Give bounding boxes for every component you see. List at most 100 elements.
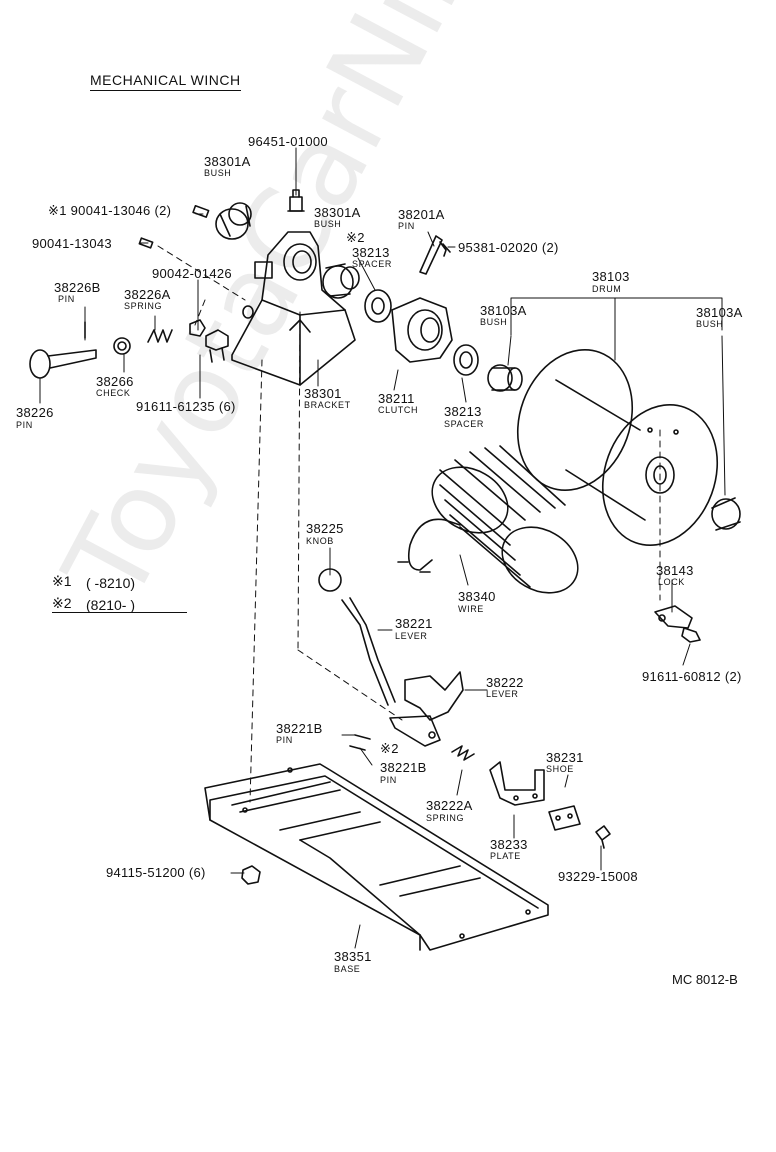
label-pin-38221B-lower: PIN bbox=[380, 775, 397, 785]
bolt-91611-60812 bbox=[681, 627, 701, 643]
pin-38201A bbox=[419, 235, 443, 275]
label-38340: 38340 bbox=[458, 589, 496, 604]
diagram-code: MC 8012-B bbox=[672, 972, 738, 987]
clutch-38211 bbox=[391, 297, 453, 363]
pin-38221B-upper bbox=[354, 734, 371, 740]
lever-38221 bbox=[341, 597, 396, 706]
label-38221B-upper: 38221B bbox=[276, 721, 323, 736]
bush-38301A-right bbox=[322, 263, 360, 299]
label-pin-38226: PIN bbox=[16, 420, 33, 430]
label-38103A-left: 38103A bbox=[480, 303, 527, 318]
spring-38222A bbox=[451, 745, 475, 761]
bracket-38301 bbox=[231, 231, 356, 386]
base-38351 bbox=[204, 763, 549, 951]
screw-93229-15008 bbox=[595, 825, 611, 849]
mark-note2-upper: ※2 bbox=[346, 230, 365, 245]
label-spacer-upper: SPACER bbox=[352, 259, 392, 269]
label-90041-13046: ※1 90041-13046 (2) bbox=[48, 203, 172, 218]
label-lever-38222: LEVER bbox=[486, 689, 519, 699]
label-pin-38201A: PIN bbox=[398, 221, 415, 231]
label-spring-38226A: SPRING bbox=[124, 301, 163, 311]
label-38351: 38351 bbox=[334, 949, 372, 964]
diagram-title: MECHANICAL WINCH bbox=[90, 72, 241, 91]
label-38226A: 38226A bbox=[124, 287, 171, 302]
label-38211: 38211 bbox=[378, 391, 415, 406]
label-bush-right: BUSH bbox=[314, 219, 342, 229]
label-plate: PLATE bbox=[490, 851, 521, 861]
label-lever-38221: LEVER bbox=[395, 631, 428, 641]
pin-38226 bbox=[29, 349, 97, 379]
note2-mark: ※2 bbox=[52, 595, 72, 611]
wire-38340 bbox=[397, 445, 579, 594]
note1-text: ( -8210) bbox=[86, 575, 136, 591]
note-underline bbox=[52, 612, 187, 613]
label-drum: DRUM bbox=[592, 284, 622, 294]
label-38301: 38301 bbox=[304, 386, 342, 401]
label-96451-01000: 96451-01000 bbox=[248, 134, 328, 149]
label-94115-51200: 94115-51200 (6) bbox=[106, 865, 206, 880]
label-93229-15008: 93229-15008 bbox=[558, 869, 638, 884]
label-95381-02020: 95381-02020 (2) bbox=[458, 240, 559, 255]
label-38221: 38221 bbox=[395, 616, 433, 631]
label-knob: KNOB bbox=[306, 536, 334, 546]
label-shoe: SHOE bbox=[546, 764, 574, 774]
bush-38301A-left bbox=[215, 202, 252, 240]
label-38266: 38266 bbox=[96, 374, 134, 389]
label-38103: 38103 bbox=[592, 269, 630, 284]
label-bush-left: BUSH bbox=[204, 168, 232, 178]
label-bush-38103A-left: BUSH bbox=[480, 317, 508, 327]
label-clutch: CLUTCH bbox=[378, 405, 419, 415]
label-bracket: BRACKET bbox=[304, 400, 351, 410]
bolt-91611-61235 bbox=[205, 329, 229, 363]
label-38221B-lower: 38221B bbox=[380, 760, 427, 775]
bush-38103A-left bbox=[487, 364, 523, 392]
knob-38225 bbox=[318, 568, 342, 592]
label-bush-38103A-right: BUSH bbox=[696, 319, 724, 329]
label-38301A-right: 38301A bbox=[314, 205, 361, 220]
mark-note2-lower: ※2 bbox=[380, 741, 399, 756]
plate-38233 bbox=[489, 761, 545, 806]
note2-text: (8210- ) bbox=[86, 597, 136, 613]
label-spring-38222A: SPRING bbox=[426, 813, 465, 823]
label-90041-13043: 90041-13043 bbox=[32, 236, 112, 251]
label-38222A: 38222A bbox=[426, 798, 473, 813]
lever-38222 bbox=[389, 671, 464, 747]
label-spacer-lower: SPACER bbox=[444, 419, 484, 429]
label-pin-38226B: PIN bbox=[58, 294, 75, 304]
label-base: BASE bbox=[334, 964, 361, 974]
pin-38221B-lower bbox=[349, 745, 366, 751]
dashed-assembly-lines bbox=[157, 245, 661, 803]
screw-90041-13046 bbox=[192, 204, 210, 218]
spring-38226A bbox=[147, 329, 173, 343]
label-90042-01426: 90042-01426 bbox=[152, 266, 232, 281]
label-38201A: 38201A bbox=[398, 207, 445, 222]
screw-90041-13043 bbox=[138, 237, 154, 249]
bush-38103A-right bbox=[711, 497, 741, 531]
label-38301A-left: 38301A bbox=[204, 154, 251, 169]
label-wire: WIRE bbox=[458, 604, 484, 614]
spacer-38213-upper bbox=[364, 289, 392, 323]
label-38143: 38143 bbox=[656, 563, 694, 578]
label-38222: 38222 bbox=[486, 675, 524, 690]
label-38231: 38231 bbox=[546, 750, 584, 765]
note1-mark: ※1 bbox=[52, 573, 72, 589]
lock-38143 bbox=[654, 605, 693, 629]
label-check: CHECK bbox=[96, 388, 131, 398]
nut-94115-51200 bbox=[241, 865, 261, 885]
label-lock: LOCK bbox=[658, 577, 685, 587]
spacer-38213-lower bbox=[453, 344, 479, 376]
label-91611-61235: 91611-61235 (6) bbox=[136, 399, 236, 414]
drum-38103 bbox=[516, 348, 719, 547]
label-38226: 38226 bbox=[16, 405, 54, 420]
label-38233: 38233 bbox=[490, 837, 528, 852]
cotter-pin-95381 bbox=[439, 241, 451, 257]
label-91611-60812: 91611-60812 (2) bbox=[642, 669, 742, 684]
grease-nipple-96451 bbox=[287, 189, 305, 212]
label-38225: 38225 bbox=[306, 521, 344, 536]
label-38213-lower: 38213 bbox=[444, 404, 482, 419]
nut-90042-01426 bbox=[189, 319, 206, 337]
check-38266 bbox=[113, 337, 131, 355]
label-pin-38221B-upper: PIN bbox=[276, 735, 293, 745]
